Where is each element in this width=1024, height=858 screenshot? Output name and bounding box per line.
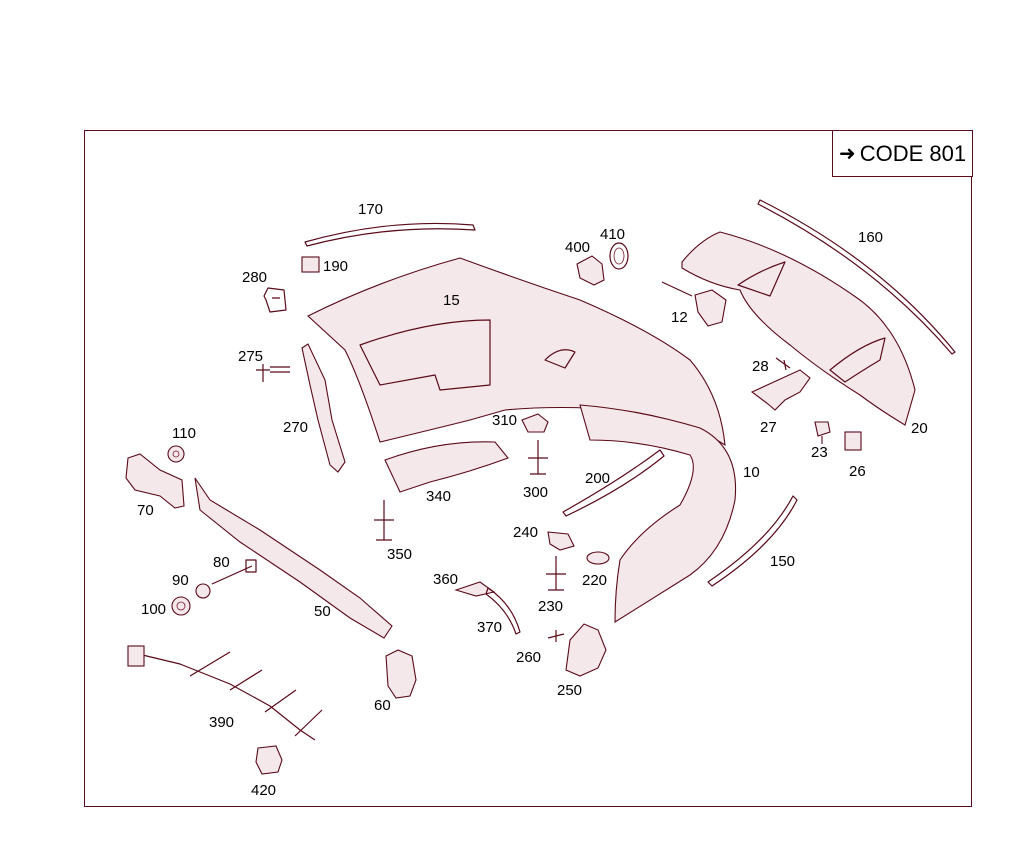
label-410: 410 [600,226,625,243]
label-150: 150 [770,553,795,570]
part-26-nut-plate [844,431,862,451]
label-400: 400 [565,239,590,256]
label-275: 275 [238,348,263,365]
label-28: 28 [752,358,769,375]
label-26: 26 [849,463,866,480]
part-90-washer [195,583,211,599]
part-100-nut [171,596,191,616]
part-420-clip [255,745,283,775]
part-150-trim-strip [707,495,798,587]
part-50-impact-bar [194,477,393,639]
part-230-screw [546,556,566,591]
code-label: CODE 801 [859,140,967,166]
part-340-insert [384,441,509,493]
part-160-trim-strip [757,199,956,355]
label-170: 170 [358,201,383,218]
part-20-exhaust-right [829,337,886,383]
part-390-wiring-harness [129,651,323,741]
part-240-clip [547,531,575,551]
part-15-cutout [359,319,491,391]
part-27-bracket [750,369,811,411]
part-80-stud [211,559,257,585]
label-60: 60 [374,697,391,714]
label-420: 420 [251,782,276,799]
part-350-screw [374,500,394,541]
label-270: 270 [283,419,308,436]
part-250-flap [565,623,607,677]
label-310: 310 [492,412,517,429]
label-110: 110 [172,425,196,442]
label-280: 280 [242,269,267,286]
arrow-right-icon: ➜ [838,143,856,165]
label-370: 370 [477,619,502,636]
part-370-trim [485,587,521,635]
part-70-bracket [125,453,185,509]
label-240: 240 [513,524,538,541]
label-80: 80 [213,554,230,571]
code-box: ➜ CODE 801 [832,130,973,177]
part-275-bolt [256,364,290,382]
part-110-nut [167,445,185,463]
label-230: 230 [538,598,563,615]
label-20: 20 [911,420,928,437]
label-160: 160 [858,229,883,246]
part-28-screw [775,357,791,371]
part-15-reflector [544,349,576,369]
label-200: 200 [585,470,610,487]
diagram-frame [84,130,972,807]
label-23: 23 [811,444,828,461]
label-10: 10 [743,464,760,481]
label-90: 90 [172,572,189,589]
part-20-exhaust-left [737,261,786,297]
label-260: 260 [516,649,541,666]
label-190: 190 [323,258,348,275]
label-360: 360 [433,571,458,588]
part-23-bolt [814,421,831,444]
label-350: 350 [387,546,412,563]
label-300: 300 [523,484,548,501]
part-60-bracket [385,649,417,699]
part-20-diffuser [681,231,916,426]
part-410-ring [609,242,629,270]
label-340: 340 [426,488,451,505]
label-390: 390 [209,714,234,731]
label-27: 27 [760,419,777,436]
label-250: 250 [557,682,582,699]
part-300-screw [528,440,548,475]
part-10-bumper-main [579,404,737,623]
part-360-clip [454,581,496,597]
part-15-bumper-upper [307,257,726,447]
label-70: 70 [137,502,154,519]
label-220: 220 [582,572,607,589]
part-200-trim [562,449,665,517]
part-170-trim-strip [304,222,476,247]
part-190-clip [301,256,320,273]
part-310-clip [521,413,549,433]
part-12-bracket [661,281,727,327]
label-15: 15 [443,292,460,309]
part-270-bracket [301,343,346,473]
label-100: 100 [141,601,166,618]
label-50: 50 [314,603,331,620]
part-220-grommet [586,551,610,565]
label-12: 12 [671,309,688,326]
part-400-sensor [576,255,605,286]
part-280-bracket [263,287,287,313]
part-260-pin [547,630,565,642]
